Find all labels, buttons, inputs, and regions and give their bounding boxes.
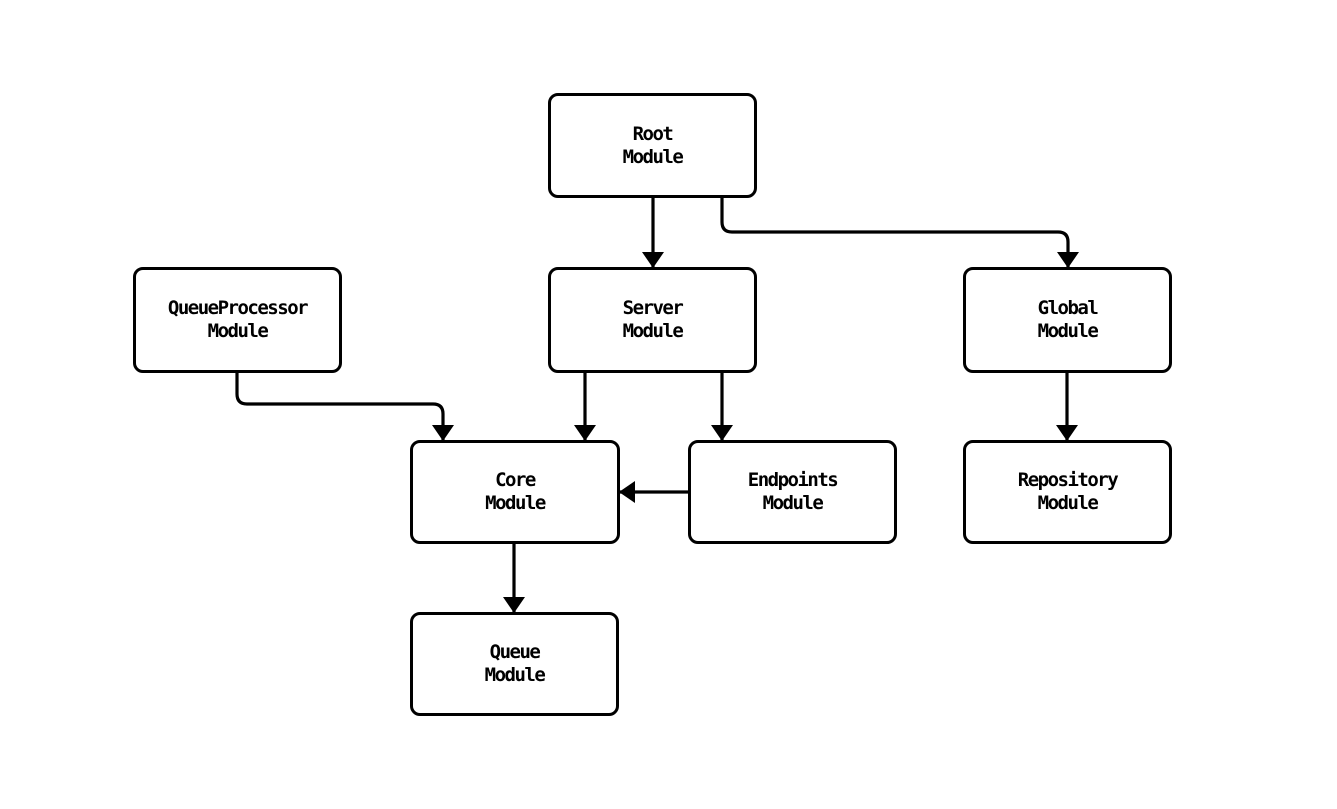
node-label: Queue Module xyxy=(484,641,546,686)
node-server-module: Server Module xyxy=(548,267,757,373)
edge-root-module-to-global-module xyxy=(720,198,1079,268)
node-label: Global Module xyxy=(1037,297,1099,342)
node-label: Root Module xyxy=(622,122,684,168)
node-label: QueueProcessor Module xyxy=(167,297,309,342)
node-label: Core Module xyxy=(485,469,546,514)
node-label: Endpoints Module xyxy=(747,469,839,514)
node-core-module: Core Module xyxy=(410,440,620,544)
node-queueprocessor-module: QueueProcessor Module xyxy=(133,267,342,373)
node-label: Server Module xyxy=(622,297,684,342)
node-label: Repository Module xyxy=(1017,469,1119,514)
node-endpoints-module: Endpoints Module xyxy=(688,440,897,544)
edge-queueprocessor-module-to-core-module xyxy=(235,373,454,441)
node-repository-module: Repository Module xyxy=(963,440,1172,544)
node-root-module: Root Module xyxy=(548,93,757,198)
node-global-module: Global Module xyxy=(963,267,1172,373)
node-queue-module: Queue Module xyxy=(410,612,619,716)
